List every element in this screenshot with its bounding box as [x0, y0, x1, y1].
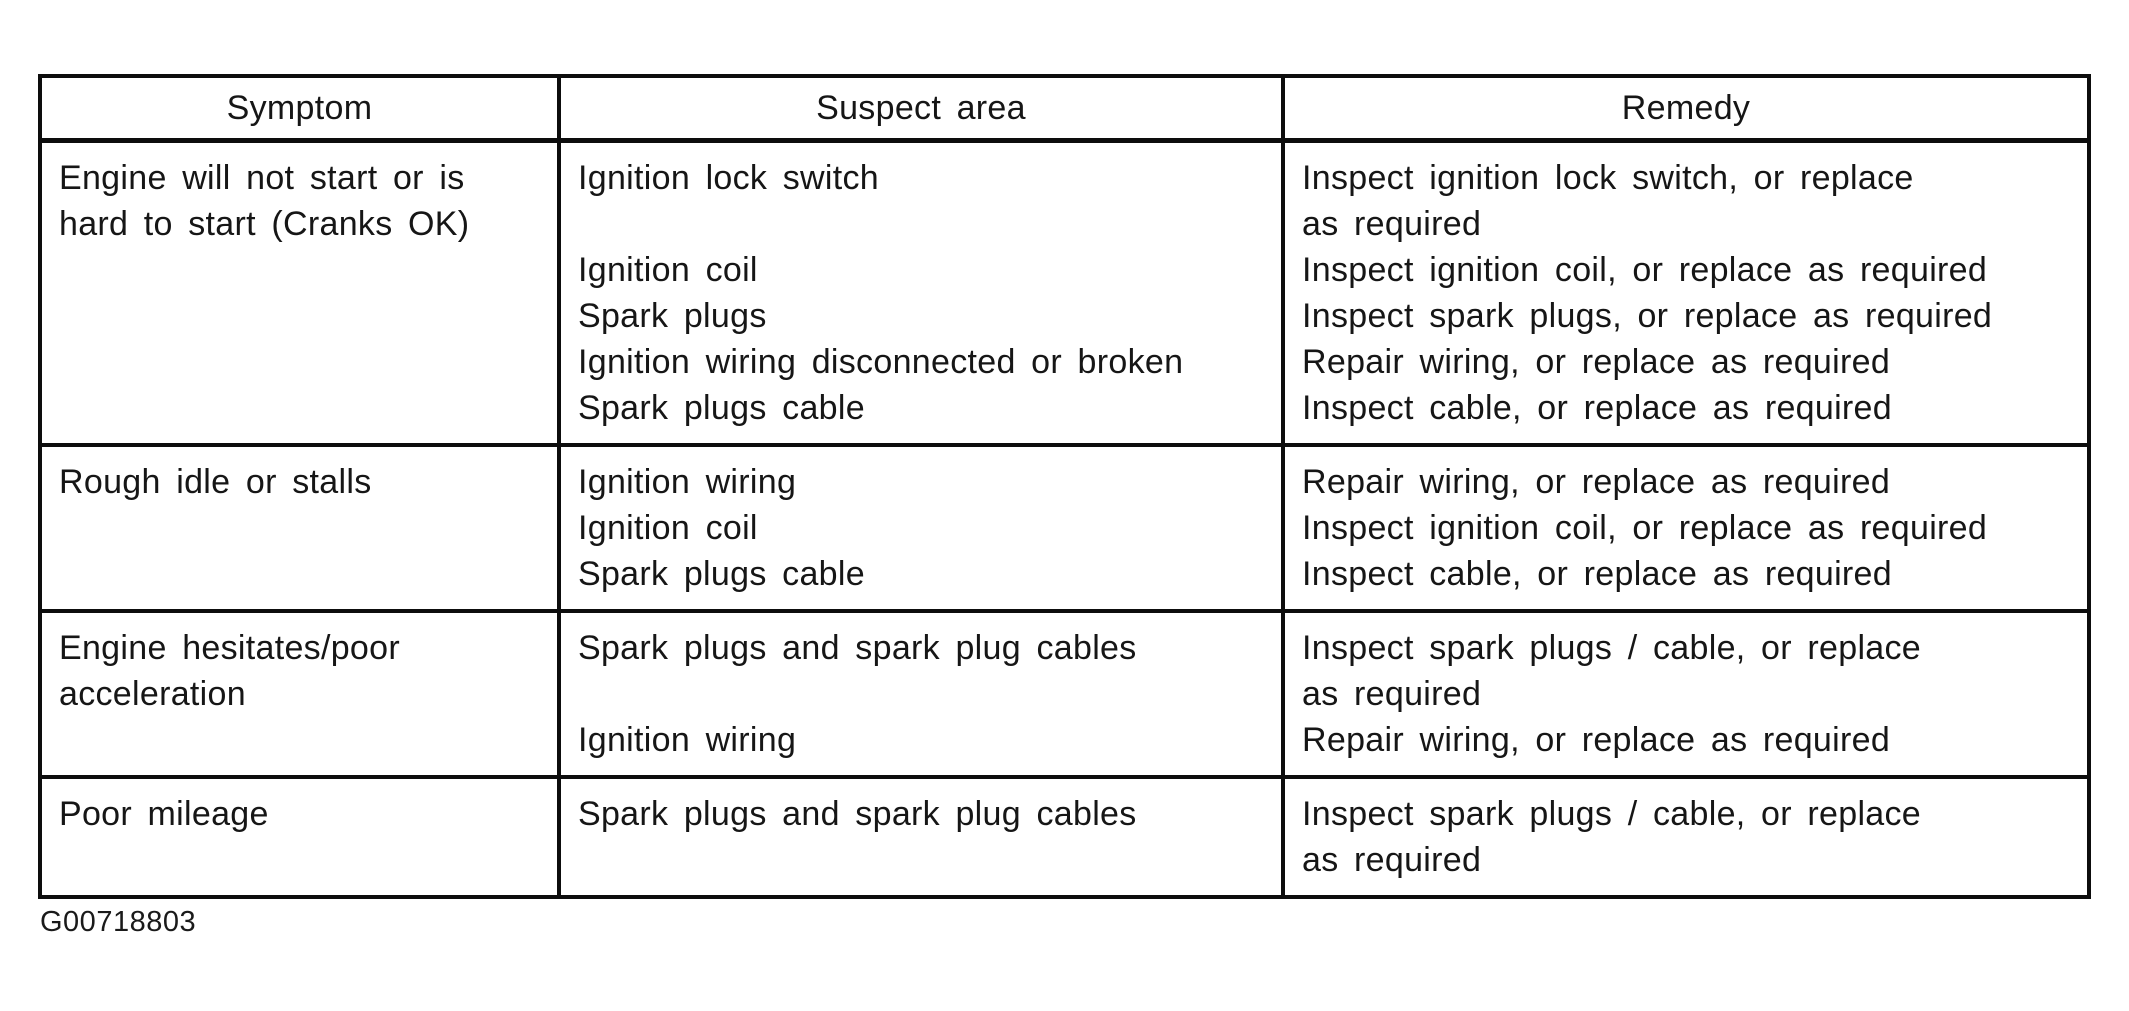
symptom-cell: Poor mileage — [38, 775, 561, 899]
text-line — [578, 671, 1267, 717]
text-line: Inspect spark plugs, or replace as requi… — [1302, 297, 1993, 335]
text-line: Ignition coil — [578, 509, 758, 547]
text-line: Ignition wiring — [578, 721, 797, 759]
text-line: Inspect spark plugs / cable, or replace — [1302, 795, 1922, 833]
text-line: hard to start (Cranks OK) — [59, 205, 470, 243]
remedy-cell: Inspect spark plugs / cable, or replace a… — [1281, 775, 2091, 899]
text-line: Repair wiring, or replace as required — [1302, 343, 1891, 381]
text-line: Ignition lock switch — [578, 159, 880, 197]
symptom-cell: Rough idle or stalls — [38, 443, 561, 613]
remedy-cell: Inspect spark plugs / cable, or replace a… — [1281, 609, 2091, 779]
table-row: Engine will not start or is hard to start… — [38, 138, 2091, 447]
suspect-area-cell: Spark plugs and spark plug cables — [557, 775, 1285, 899]
col-header-symptom: Symptom — [38, 74, 561, 143]
table-row: Engine hesitates/poor acceleration Spark p… — [38, 609, 2091, 779]
text-line: Inspect cable, or replace as required — [1302, 389, 1892, 427]
text-line: Ignition wiring disconnected or broken — [578, 343, 1184, 381]
text-line: Engine will not start or is — [59, 159, 465, 197]
text-line: Spark plugs and spark plug cables — [578, 795, 1137, 833]
text-line: as required — [1302, 841, 1482, 879]
col-header-remedy: Remedy — [1281, 74, 2091, 143]
text-line: as required — [1302, 675, 1482, 713]
text-line: Ignition coil — [578, 251, 758, 289]
text-line: Spark plugs and spark plug cables — [578, 629, 1137, 667]
text-line: Spark plugs cable — [578, 555, 865, 593]
text-line: Spark plugs cable — [578, 389, 865, 427]
text-line: Spark plugs — [578, 297, 767, 335]
remedy-cell: Inspect ignition lock switch, or replace… — [1281, 138, 2091, 447]
suspect-area-cell: Spark plugs and spark plug cables Igniti… — [557, 609, 1285, 779]
col-header-suspect-area: Suspect area — [557, 74, 1285, 143]
text-line: Inspect ignition coil, or replace as req… — [1302, 509, 1988, 547]
text-line: Rough idle or stalls — [59, 463, 372, 501]
table-body: Engine will not start or is hard to start… — [38, 138, 2091, 899]
diagnostics-table: Symptom Suspect area Remedy Engine will … — [38, 74, 2091, 899]
text-line: Inspect ignition lock switch, or replace — [1302, 159, 1914, 197]
text-line: as required — [1302, 205, 1482, 243]
table-header: Symptom Suspect area Remedy — [38, 74, 2091, 143]
text-line: Repair wiring, or replace as required — [1302, 721, 1891, 759]
text-line: Inspect ignition coil, or replace as req… — [1302, 251, 1988, 289]
text-line: acceleration — [59, 675, 246, 713]
table-row: Poor mileage Spark plugs and spark plug c… — [38, 775, 2091, 899]
text-line: Engine hesitates/poor — [59, 629, 400, 667]
text-line: Inspect cable, or replace as required — [1302, 555, 1892, 593]
text-line — [578, 201, 1267, 247]
text-line: Ignition wiring — [578, 463, 797, 501]
header-row: Symptom Suspect area Remedy — [38, 74, 2091, 143]
text-line: Repair wiring, or replace as required — [1302, 463, 1891, 501]
text-line: Inspect spark plugs / cable, or replace — [1302, 629, 1922, 667]
symptom-cell: Engine hesitates/poor acceleration — [38, 609, 561, 779]
text-line: Poor mileage — [59, 795, 269, 833]
symptom-cell: Engine will not start or is hard to start… — [38, 138, 561, 447]
figure-code: G00718803 — [40, 906, 197, 938]
